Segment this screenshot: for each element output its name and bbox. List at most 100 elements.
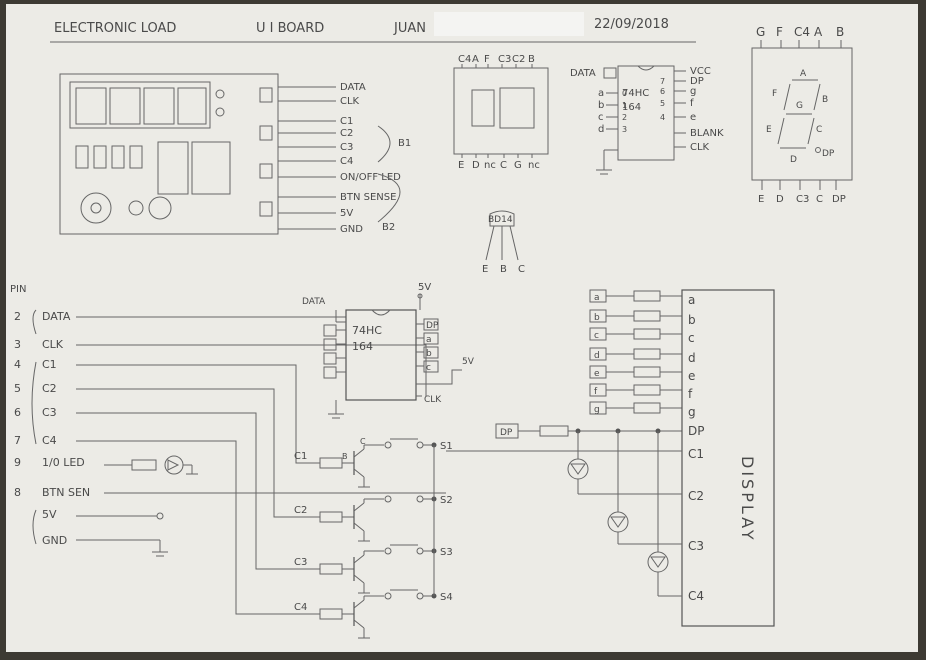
ic-main-tag (423, 318, 439, 331)
signal-label: C1 (42, 358, 57, 371)
label-b1: B1 (398, 138, 411, 149)
signal-wire (76, 440, 320, 615)
ic-small-right-pin: CLK (690, 142, 710, 153)
seg-small-bottom-pin: nc (484, 160, 496, 171)
signal-label: DATA (42, 310, 71, 323)
label-b2: B2 (382, 222, 395, 233)
seg-small-bottom-pin: D (472, 160, 480, 171)
ic-main-clk: CLK (424, 395, 442, 405)
signal-wire (76, 344, 427, 396)
signal-brace (31, 361, 37, 445)
ic-small-left-pin: d (598, 124, 604, 135)
seg-small-bottom-pin: G (514, 160, 522, 171)
transistor-emitter (353, 619, 365, 629)
seg-big-top-pin: G (756, 25, 765, 39)
transistor-pin: C (518, 264, 525, 275)
signal-label: 1/0 LED (42, 456, 85, 469)
pin-number: 7 (14, 434, 21, 447)
stage-label: C3 (294, 557, 307, 568)
seg-big-bottom-pin: C (816, 194, 823, 205)
switch-contact (384, 547, 392, 555)
seg-big-bottom-pin: DP (832, 194, 846, 205)
ic-main-pin-wire (416, 369, 462, 385)
seg-small-bottom-pin: nc (528, 160, 540, 171)
onoff-led (131, 455, 198, 475)
pin-number: 2 (14, 310, 21, 323)
transistor-emitter (353, 574, 365, 584)
display-pin: C1 (688, 447, 704, 461)
display-pin: c (688, 331, 695, 345)
ic-main-out-label: b (426, 349, 432, 359)
ic-main-tag (423, 346, 439, 359)
transistor-collector (353, 448, 365, 458)
board-pad (259, 163, 273, 179)
board-part (93, 145, 107, 169)
seg-big-bottom-pin: E (758, 194, 764, 205)
seg-big-top-pin: A (814, 25, 823, 39)
seg-big-top-pin: F (776, 25, 783, 39)
display-pin: g (688, 405, 696, 419)
seg-label: E (766, 125, 772, 135)
base-resistor (319, 563, 343, 575)
board-pin-label: ON/OFF LED (340, 172, 401, 183)
board-led (215, 107, 225, 117)
ic-small-left-pin: c (598, 112, 604, 123)
signal-label: C4 (42, 434, 57, 447)
signal-label: C2 (42, 382, 57, 395)
title-date: 22/09/2018 (594, 17, 669, 32)
board-digit-1 (75, 87, 107, 125)
board-button (80, 192, 112, 224)
ic-small-right-pin: g (690, 86, 696, 97)
seg-tag (589, 383, 607, 397)
ic-main-num: 164 (352, 340, 373, 353)
board-pin-label: DATA (340, 82, 366, 93)
seg-resistor (633, 348, 661, 360)
switch-label: S3 (440, 547, 453, 558)
board-digit-2 (109, 87, 141, 125)
board-part (111, 145, 125, 169)
board-pin-label: BTN SENSE (340, 192, 396, 203)
seg-resistor (633, 290, 661, 302)
ic-main-5v: 5V (418, 282, 431, 293)
display-pin: C2 (688, 489, 704, 503)
board-pin-label: C1 (340, 116, 353, 127)
signal-label: CLK (42, 338, 64, 351)
seg-big-bottom-pin: D (776, 194, 784, 205)
seg-f (783, 83, 791, 111)
board-display (69, 81, 211, 129)
led-resistor (131, 459, 157, 471)
ic-small-right-pin: f (690, 98, 694, 109)
transistor-emitter (353, 468, 365, 478)
seg-tag-label: c (594, 331, 599, 341)
led-2-diode (610, 516, 626, 528)
ic-small-left-num: 0 (622, 89, 627, 98)
board-pad (259, 125, 273, 141)
switch-contact (384, 592, 392, 600)
display-pin: C4 (688, 589, 704, 603)
signal-wire (76, 364, 320, 464)
seg-big-top-pin: C4 (794, 25, 810, 39)
ic-small-left-num: 3 (622, 125, 627, 134)
led-2 (607, 511, 629, 533)
stage-label: C2 (294, 505, 307, 516)
base-resistor (319, 608, 343, 620)
seg-small-top-pin: C2 (512, 54, 525, 65)
seg-small-glyph (499, 87, 535, 129)
bracket-b2 (377, 173, 401, 223)
board-button-center (90, 202, 102, 214)
ic-small-right-pin: DP (690, 76, 704, 87)
display-pin: e (688, 369, 695, 383)
board-pin-label: C4 (340, 156, 353, 167)
board-ic (191, 141, 231, 195)
seg-e (777, 117, 785, 145)
ic-main-tag (423, 332, 439, 345)
signal-label: GND (42, 534, 67, 547)
